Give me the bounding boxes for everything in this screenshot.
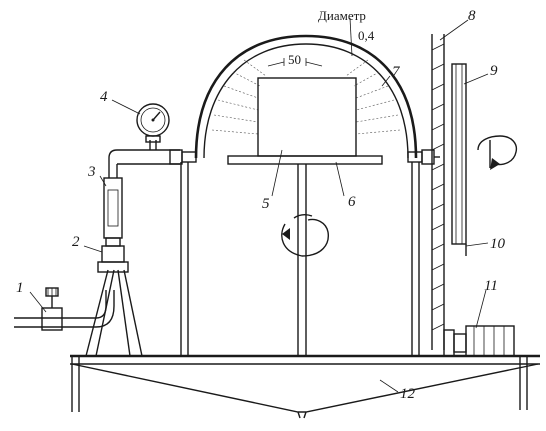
angle-label: 50 [288,52,301,67]
callout-9: 9 [490,63,498,79]
leader-lines [29,17,489,393]
frame-supports [180,162,420,356]
callout-7: 7 [392,64,401,80]
circular-arrow-icon [477,135,518,170]
circular-arrow-icon [281,213,329,257]
spray-dome [194,34,440,165]
rotary-table [227,155,383,165]
electric-motor [443,325,522,357]
callout-10: 10 [490,236,506,252]
collection-tank [70,354,540,419]
callout-6: 6 [348,194,356,210]
callout-12: 12 [400,386,416,402]
diameter-label: Диаметр [318,8,366,23]
callout-5: 5 [262,196,270,212]
diameter-value: 0,4 [358,28,375,43]
belt-drive [431,34,467,350]
diagram-labels: Диаметр 0,4 50 1 2 3 4 5 6 7 8 9 10 11 1… [16,8,506,402]
callout-8: 8 [468,8,476,24]
callout-2: 2 [72,234,80,250]
belt-hatching [431,43,445,331]
supply-pipe [108,149,197,165]
pressure-gauge [136,103,170,150]
callout-11: 11 [484,278,498,294]
callout-1: 1 [16,280,24,296]
callout-3: 3 [87,164,96,180]
callout-4: 4 [100,89,108,105]
inlet-valve [14,287,115,331]
flowmeter [103,158,123,239]
test-sample [257,77,357,157]
spray-jets [211,59,401,135]
